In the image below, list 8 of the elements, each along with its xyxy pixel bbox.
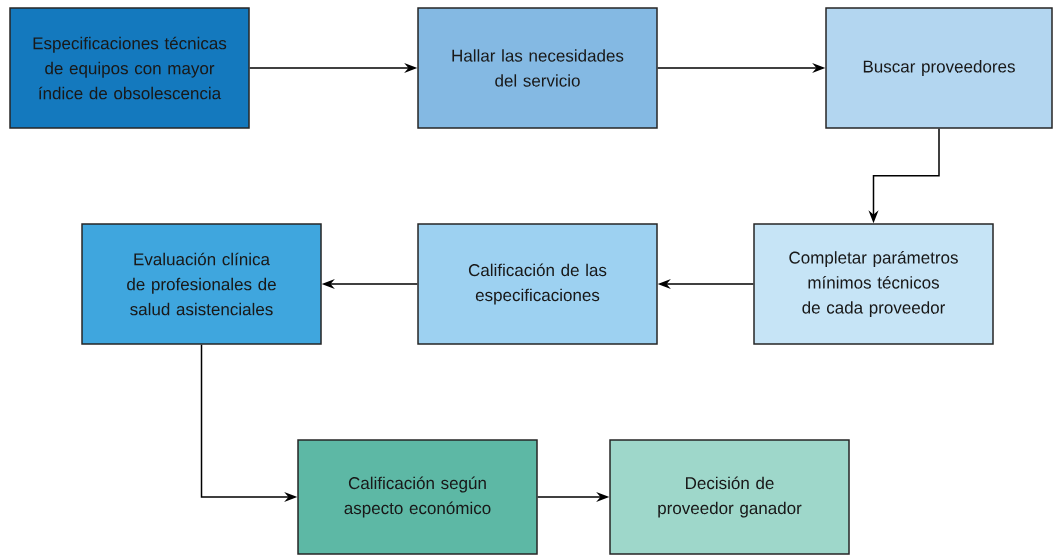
process-box: Especificaciones técnicas de equipos con mayor índice de obsolescencia — [9, 7, 250, 129]
process-box: Calificación de las especificaciones — [417, 223, 658, 345]
process-box: Decisión de proveedor ganador — [609, 439, 850, 555]
process-box: Buscar proveedores — [825, 7, 1053, 129]
process-box: Completar parámetros mínimos técnicos de cada proveedor — [753, 223, 994, 345]
process-box: Calificación según aspecto económico — [297, 439, 538, 555]
process-box: Evaluación clínica de profesionales de salud asistenciales — [81, 223, 322, 345]
process-box: Hallar las necesidades del servicio — [417, 7, 658, 129]
